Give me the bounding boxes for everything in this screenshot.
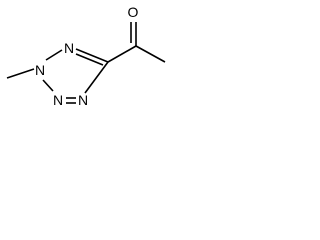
atom-n1: N: [64, 40, 74, 56]
bond-c5-n4: [84, 61, 109, 94]
bond-methyl-n2: [6, 68, 35, 79]
atom-n3: N: [53, 92, 63, 108]
bond-carbonyl-methyl: [135, 45, 166, 63]
atom-labels: O N N N N: [35, 4, 139, 108]
bond-n3-n2: [42, 79, 54, 92]
bond-c5-carbonyl: [107, 45, 137, 63]
bond-n1-c5-second: [75, 53, 104, 66]
bond-n2-n1: [45, 49, 63, 61]
chemical-structure: O N N N N: [6, 4, 166, 108]
atom-o: O: [128, 4, 139, 20]
atom-n4: N: [78, 92, 88, 108]
atom-n2: N: [35, 62, 45, 78]
bond-n1-c5: [75, 48, 109, 63]
bonds: [6, 22, 166, 104]
